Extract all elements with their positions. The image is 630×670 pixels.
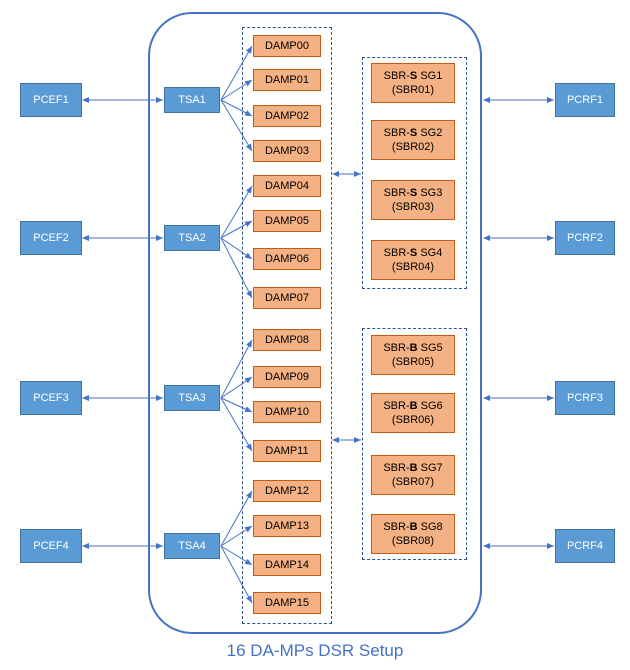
sbr-box: SBR-B SG8 (SBR08) bbox=[371, 514, 455, 554]
damp-box: DAMP01 bbox=[253, 69, 321, 91]
pcef-box: PCEF3 bbox=[20, 381, 82, 415]
sbr-box: SBR-B SG5 (SBR05) bbox=[371, 335, 455, 375]
pcef-box: PCEF1 bbox=[20, 83, 82, 117]
sbr-name: (SBR06) bbox=[391, 414, 435, 426]
damp-box: DAMP05 bbox=[253, 210, 321, 232]
sbr-name: (SBR08) bbox=[391, 535, 435, 547]
tsa-damp-link bbox=[220, 397, 253, 452]
damp-box: DAMP09 bbox=[253, 366, 321, 388]
sbr-name: (SBR04) bbox=[391, 261, 435, 273]
pcef-box: PCEF2 bbox=[20, 221, 82, 255]
tsa-damp-link bbox=[220, 79, 253, 101]
tsa-damp-link bbox=[220, 397, 253, 413]
diagram-caption: 16 DA-MPs DSR Setup bbox=[226, 641, 404, 660]
tsa-box: TSA3 bbox=[164, 385, 220, 411]
sbr-title: SBR-B SG7 bbox=[383, 462, 443, 474]
pcef-box: PCEF4 bbox=[20, 529, 82, 563]
sbr-name: (SBR02) bbox=[391, 141, 435, 153]
tsa-damp-link bbox=[220, 545, 253, 604]
sbr-name: (SBR01) bbox=[391, 84, 435, 96]
tsa-damp-link bbox=[220, 237, 253, 299]
damp-box: DAMP12 bbox=[253, 480, 321, 502]
tsa-damp-link bbox=[220, 525, 253, 547]
sbr-s-group bbox=[362, 57, 467, 289]
sbr-title: SBR-S SG3 bbox=[383, 187, 443, 199]
damp-group bbox=[242, 27, 332, 624]
sbr-b-group bbox=[362, 328, 467, 560]
tsa-damp-link bbox=[220, 45, 253, 101]
damp-box: DAMP11 bbox=[253, 440, 321, 462]
tsa-damp-link bbox=[220, 237, 253, 260]
damp-box: DAMP03 bbox=[253, 140, 321, 162]
sbr-box: SBR-S SG1 (SBR01) bbox=[371, 63, 455, 103]
sbr-title: SBR-S SG4 bbox=[383, 247, 443, 259]
damp-box: DAMP13 bbox=[253, 515, 321, 537]
pcrf-box: PCRF1 bbox=[555, 83, 615, 117]
damp-box: DAMP08 bbox=[253, 329, 321, 351]
tsa-box: TSA4 bbox=[164, 533, 220, 559]
tsa-damp-link bbox=[220, 220, 253, 239]
sbr-box: SBR-S SG4 (SBR04) bbox=[371, 240, 455, 280]
tsa-damp-link bbox=[220, 185, 253, 239]
sbr-box: SBR-S SG3 (SBR03) bbox=[371, 180, 455, 220]
sbr-name: (SBR05) bbox=[391, 356, 435, 368]
sbr-box: SBR-B SG6 (SBR06) bbox=[371, 393, 455, 433]
sbr-title: SBR-B SG8 bbox=[383, 521, 443, 533]
sbr-box: SBR-S SG2 (SBR02) bbox=[371, 120, 455, 160]
damp-box: DAMP10 bbox=[253, 401, 321, 423]
damp-box: DAMP06 bbox=[253, 248, 321, 270]
pcrf-box: PCRF2 bbox=[555, 221, 615, 255]
sbr-title: SBR-B SG5 bbox=[383, 342, 443, 354]
tsa-damp-link bbox=[220, 99, 253, 152]
damp-box: DAMP14 bbox=[253, 554, 321, 576]
tsa-box: TSA1 bbox=[164, 87, 220, 113]
sbr-box: SBR-B SG7 (SBR07) bbox=[371, 455, 455, 495]
damp-box: DAMP04 bbox=[253, 175, 321, 197]
tsa-damp-link bbox=[220, 490, 253, 547]
sbr-title: SBR-S SG2 bbox=[383, 127, 443, 139]
tsa-box: TSA2 bbox=[164, 225, 220, 251]
damp-box: DAMP15 bbox=[253, 592, 321, 614]
sbr-name: (SBR07) bbox=[391, 476, 435, 488]
sbr-name: (SBR03) bbox=[391, 201, 435, 213]
pcrf-box: PCRF4 bbox=[555, 529, 615, 563]
sbr-title: SBR-B SG6 bbox=[383, 400, 443, 412]
damp-box: DAMP07 bbox=[253, 287, 321, 309]
tsa-damp-link bbox=[220, 339, 253, 399]
sbr-title: SBR-S SG1 bbox=[383, 70, 443, 82]
tsa-damp-link bbox=[220, 545, 253, 566]
dsr-frame bbox=[148, 12, 482, 634]
tsa-damp-link bbox=[220, 376, 253, 399]
damp-box: DAMP00 bbox=[253, 35, 321, 57]
damp-box: DAMP02 bbox=[253, 105, 321, 127]
tsa-damp-link bbox=[220, 99, 253, 117]
pcrf-box: PCRF3 bbox=[555, 381, 615, 415]
